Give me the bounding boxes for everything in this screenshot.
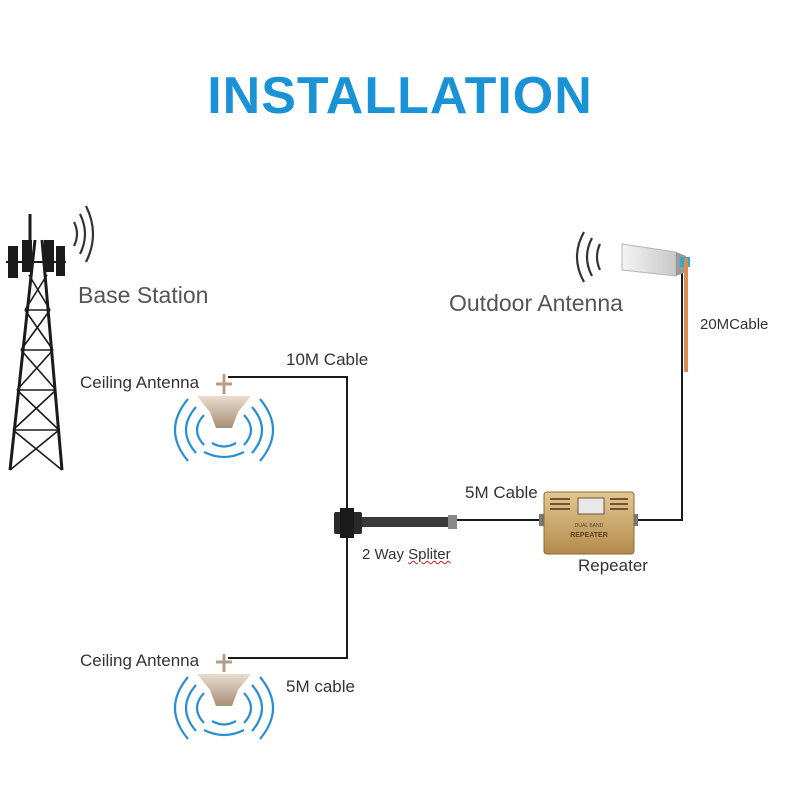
- signal-waves-icon: [174, 676, 274, 740]
- base-station-label: Base Station: [78, 282, 209, 308]
- panel-antenna-icon: [621, 243, 690, 372]
- ceiling-antenna-icon: [197, 654, 251, 706]
- page-title: INSTALLATION: [207, 67, 593, 125]
- repeater-label: Repeater: [578, 556, 648, 575]
- splitter-word: Spliter: [408, 546, 451, 563]
- cable-20m-label: 20MCable: [700, 316, 769, 333]
- tower-icon: [6, 214, 66, 471]
- cable-5m-bottom: [228, 532, 348, 659]
- cable-10m-label: 10M Cable: [286, 350, 369, 369]
- cable-20m: [636, 265, 683, 521]
- repeater-model: REPEATER: [570, 532, 608, 539]
- signal-waves-icon: [575, 231, 602, 283]
- repeater-brand: DUAL BAND: [575, 523, 604, 529]
- splitter-prefix: 2 Way: [362, 546, 409, 563]
- splitter-icon: [334, 508, 457, 538]
- ceiling-antenna-icon: [197, 374, 251, 428]
- ceiling-antenna-bottom-label: Ceiling Antenna: [80, 651, 200, 670]
- signal-waves-icon: [174, 398, 274, 462]
- splitter-label: 2 Way Spliter: [362, 546, 451, 563]
- repeater-icon: DUAL BAND REPEATER: [539, 491, 638, 555]
- cables: [228, 265, 683, 659]
- cable-10m: [228, 376, 348, 515]
- cable-5m-bottom-label: 5M cable: [286, 677, 355, 696]
- signal-waves-icon: [73, 205, 95, 263]
- outdoor-antenna-label: Outdoor Antenna: [449, 290, 623, 316]
- ceiling-antenna-top-label: Ceiling Antenna: [80, 373, 200, 392]
- cable-5m-repeater-label: 5M Cable: [465, 483, 538, 502]
